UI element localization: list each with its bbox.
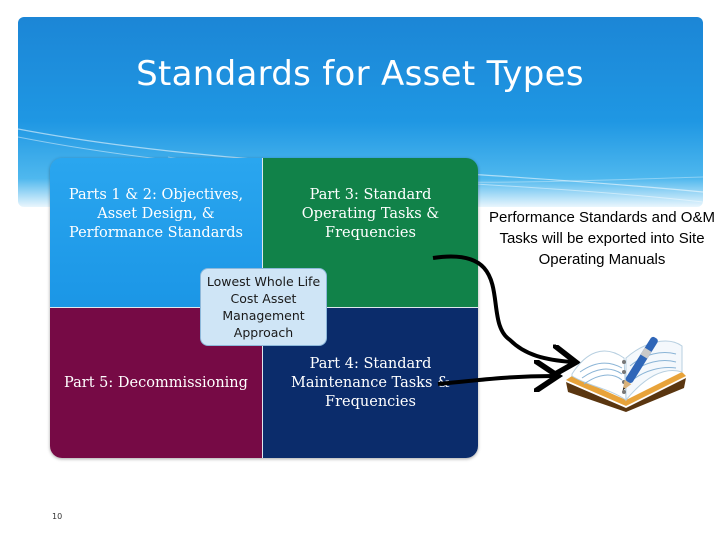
arrow-part-4-to-manual — [437, 376, 554, 384]
export-note: Performance Standards and O&M Tasks will… — [489, 209, 715, 268]
quadrant-part-3: Part 3: Standard Operating Tasks & Frequ… — [263, 158, 478, 308]
arrow-part-3-to-manual — [432, 254, 572, 362]
quadrant-part-4-label: Part 4: Standard Maintenance Tasks & Fre… — [291, 355, 450, 410]
quadrant-part-3-label: Part 3: Standard Operating Tasks & Frequ… — [301, 187, 440, 241]
quadrant-part-5: Part 5: Decommissioning — [50, 308, 263, 458]
page-number: 10 — [52, 512, 63, 521]
slide-title: Standards for Asset Types — [136, 54, 584, 94]
quadrant-parts-1-2-label: Parts 1 & 2: Objectives, Asset Design, &… — [68, 187, 244, 241]
center-approach-label: Lowest Whole Life Cost Asset Management … — [206, 274, 321, 340]
quadrant-part-5-label: Part 5: Decommissioning — [64, 374, 248, 391]
open-notebook-with-pen-icon — [566, 336, 686, 412]
center-approach-box: Lowest Whole Life Cost Asset Management … — [200, 268, 327, 346]
